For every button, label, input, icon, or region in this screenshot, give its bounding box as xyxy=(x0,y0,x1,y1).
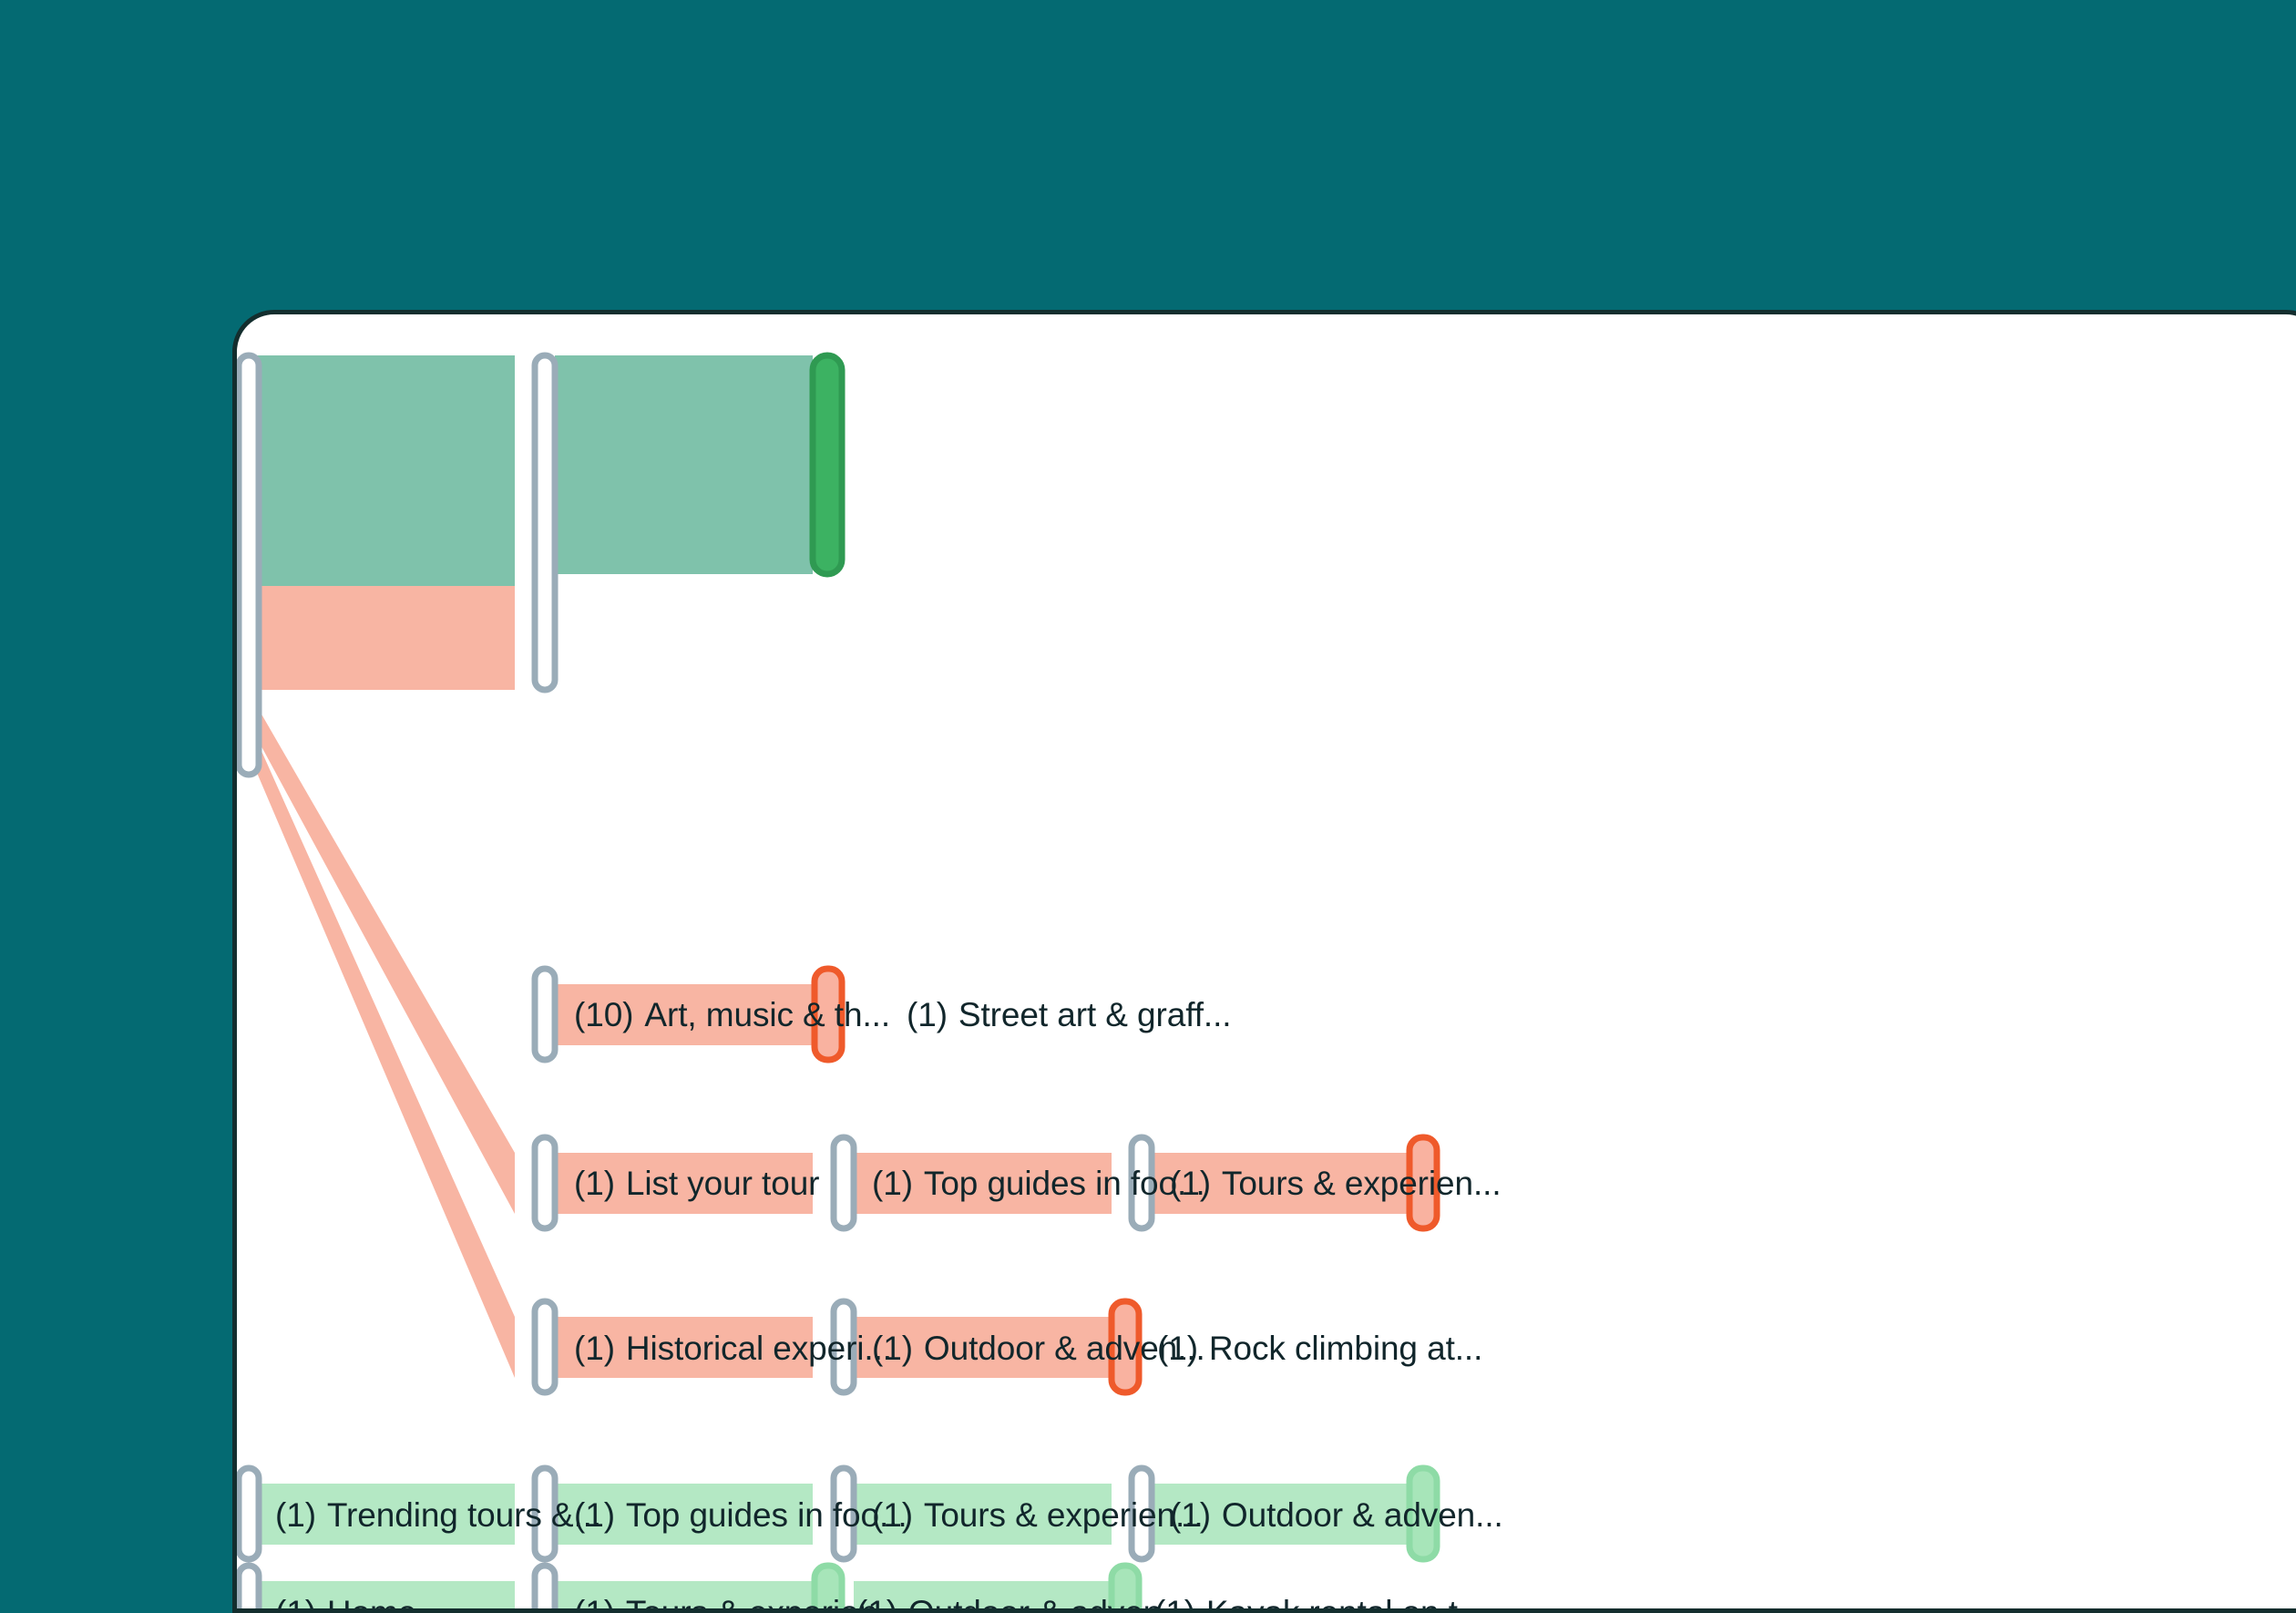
node-label: (1)Tours & experien... xyxy=(574,1594,906,1613)
flow-tours-to-outdoor-green[interactable] xyxy=(854,1484,1112,1545)
flow-tours-to-terminal-orange[interactable] xyxy=(1152,1153,1409,1214)
node-home[interactable] xyxy=(237,1562,262,1613)
node-outdoor-adventure-green[interactable] xyxy=(1128,1464,1155,1563)
node-tours-experiences-mid[interactable] xyxy=(1128,1134,1155,1232)
node-label: (22) Outdoor & adve... xyxy=(574,310,907,312)
node-count: (1) xyxy=(574,1594,615,1613)
node-text: Street art & graff... xyxy=(958,996,1232,1033)
node-count: (1) xyxy=(872,1165,913,1202)
node-label: (1) Tours & experien... xyxy=(1170,1166,1502,1200)
node-label: (1) Trending tours &... xyxy=(275,1498,601,1532)
node-count: (22) xyxy=(574,310,633,313)
node-text: Tours & experie... xyxy=(345,310,606,313)
node-text: Tours & experien... xyxy=(923,1496,1204,1534)
flow-outdoor-to-kayak[interactable] xyxy=(555,355,813,574)
node-count: (1) xyxy=(1170,1496,1211,1534)
node-tours-experiences-root[interactable] xyxy=(237,352,262,778)
flow-topguides-to-tours[interactable] xyxy=(854,1153,1112,1214)
node-text: Trending tours &... xyxy=(326,1496,602,1534)
node-rock-climbing[interactable] xyxy=(1108,1298,1143,1396)
flow-outdoor-to-terminal-green[interactable] xyxy=(1152,1484,1409,1545)
node-label: (1) List your tour xyxy=(574,1165,820,1202)
node-layer xyxy=(237,352,1440,1613)
node-label: (1) Rock climbing at... xyxy=(1157,1331,1482,1365)
node-text: Tours & experien... xyxy=(1221,1165,1502,1202)
sankey-diagram xyxy=(237,352,1440,1613)
node-count: (1) xyxy=(856,1594,897,1613)
node-count: (10) xyxy=(574,996,634,1033)
node-historical-experiences[interactable] xyxy=(531,1298,559,1396)
node-count: (1) xyxy=(1170,1165,1211,1202)
flow-tours-to-listyourtour[interactable] xyxy=(257,706,515,1214)
node-outdoor-adventure[interactable] xyxy=(531,352,559,693)
node-outdoor-adventure-mid[interactable] xyxy=(830,1298,857,1396)
node-kayak-rental[interactable] xyxy=(809,352,846,578)
node-text: Kayak rental on... xyxy=(936,310,1196,313)
node-tours-experiences-home[interactable] xyxy=(531,1562,559,1613)
node-label: (27) Tours & experie... xyxy=(275,310,607,312)
node-label: (1) Historical experi... xyxy=(574,1331,892,1365)
node-count: (1) xyxy=(1157,1330,1198,1367)
node-trending-tours[interactable] xyxy=(237,1464,262,1563)
node-text: Top guides in foo... xyxy=(625,1496,907,1534)
node-count: (1) xyxy=(275,1496,316,1534)
node-label: (10) Art, music & th... xyxy=(574,998,890,1032)
node-list-your-tour[interactable] xyxy=(531,1134,559,1232)
node-label: (1) Outdoor & adven... xyxy=(1170,1498,1503,1532)
flow-layer xyxy=(257,355,1409,1608)
node-tours-experiences-green[interactable] xyxy=(830,1464,857,1563)
node-count: (1) xyxy=(574,1165,615,1202)
node-text: Art, music & th... xyxy=(644,996,890,1033)
node-count: (1) xyxy=(872,1330,913,1367)
node-label: (1) Tours & experien... xyxy=(872,1498,1204,1532)
flow-topguides-to-tours-green[interactable] xyxy=(555,1484,813,1545)
node-text: Outdoor & adven... xyxy=(907,1594,1190,1613)
node-count: (1) xyxy=(574,1496,615,1534)
node-label: (1) Top guides in foo... xyxy=(872,1166,1205,1200)
node-top-guides-in-food[interactable] xyxy=(830,1134,857,1232)
node-label: (1) Street art & graff... xyxy=(907,996,1232,1033)
node-label: (21) Kayak rental on... xyxy=(866,310,1197,312)
node-terminal-green-soft-right[interactable] xyxy=(1406,1464,1440,1563)
node-text: Rock climbing at... xyxy=(1208,1330,1483,1367)
node-street-art-graffiti[interactable] xyxy=(811,965,846,1063)
flow-tours-to-artmusic[interactable] xyxy=(257,586,515,690)
flow-outdoor-to-rockclimbing[interactable] xyxy=(854,1317,1112,1378)
node-label: (1) Home xyxy=(275,1594,417,1613)
node-text: Kayak rental on t... xyxy=(1205,1594,1486,1613)
node-text: Top guides in foo... xyxy=(923,1165,1205,1202)
node-count: (1) xyxy=(872,1496,913,1534)
node-text: Outdoor & adven... xyxy=(1221,1496,1503,1534)
node-art-music-theatre[interactable] xyxy=(531,965,559,1063)
node-terminal-orange-right[interactable] xyxy=(1406,1134,1440,1232)
node-text: Outdoor & adve... xyxy=(644,310,907,313)
node-count: (1) xyxy=(574,1330,615,1367)
node-count: (1) xyxy=(1154,1594,1195,1613)
sankey-stage: (27)Tours & experie... (22)Outdoor & adv… xyxy=(237,314,2296,1613)
node-label: (1) Top guides in foo... xyxy=(574,1498,907,1532)
node-top-guides-green[interactable] xyxy=(531,1464,559,1563)
node-label: (1)Outdoor & adven... xyxy=(872,1331,1205,1365)
node-count: (1) xyxy=(907,996,948,1033)
flow-historical-to-outdoor[interactable] xyxy=(555,1317,813,1378)
node-text: Home xyxy=(326,1594,417,1613)
flow-listyourtour-to-topguides[interactable] xyxy=(555,1153,813,1214)
node-text: List your tour xyxy=(625,1165,820,1202)
node-label: (1) Kayak rental on t... xyxy=(1154,1594,1486,1613)
flow-tours-to-outdoor[interactable] xyxy=(257,355,515,586)
node-text: Historical experi... xyxy=(625,1330,892,1367)
flow-tours-to-historical[interactable] xyxy=(257,741,515,1378)
node-label: (1) Outdoor & adven... xyxy=(856,1594,1190,1613)
sankey-card: (27) Tours & experie... (22) Outdoor & adv… xyxy=(232,310,2296,1613)
flow-artmusic-to-streetart[interactable] xyxy=(555,984,813,1045)
node-count: (27) xyxy=(275,310,334,313)
node-count: (21) xyxy=(866,310,925,313)
node-count: (1) xyxy=(275,1594,316,1613)
flow-trending-to-topguides[interactable] xyxy=(257,1484,515,1545)
node-text: Outdoor & adven... xyxy=(923,1330,1205,1367)
